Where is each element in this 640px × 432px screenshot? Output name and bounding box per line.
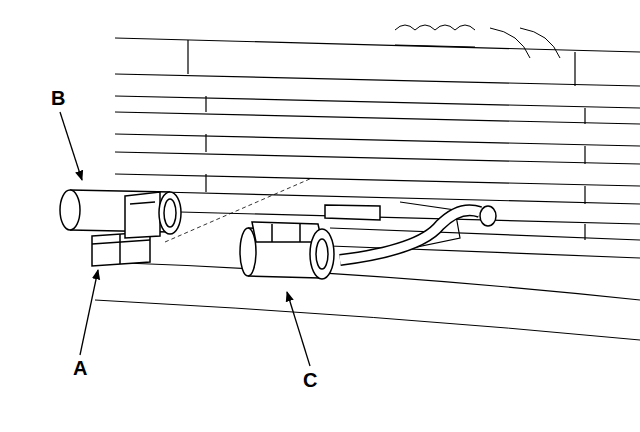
callout-letter: C — [303, 369, 317, 391]
grille — [95, 25, 640, 340]
callout-letter: A — [73, 357, 87, 379]
leader-lines — [60, 112, 310, 366]
callout-letter: B — [51, 87, 65, 109]
guide-line — [165, 178, 312, 242]
connector-b — [60, 190, 181, 266]
connector-c — [240, 202, 496, 279]
